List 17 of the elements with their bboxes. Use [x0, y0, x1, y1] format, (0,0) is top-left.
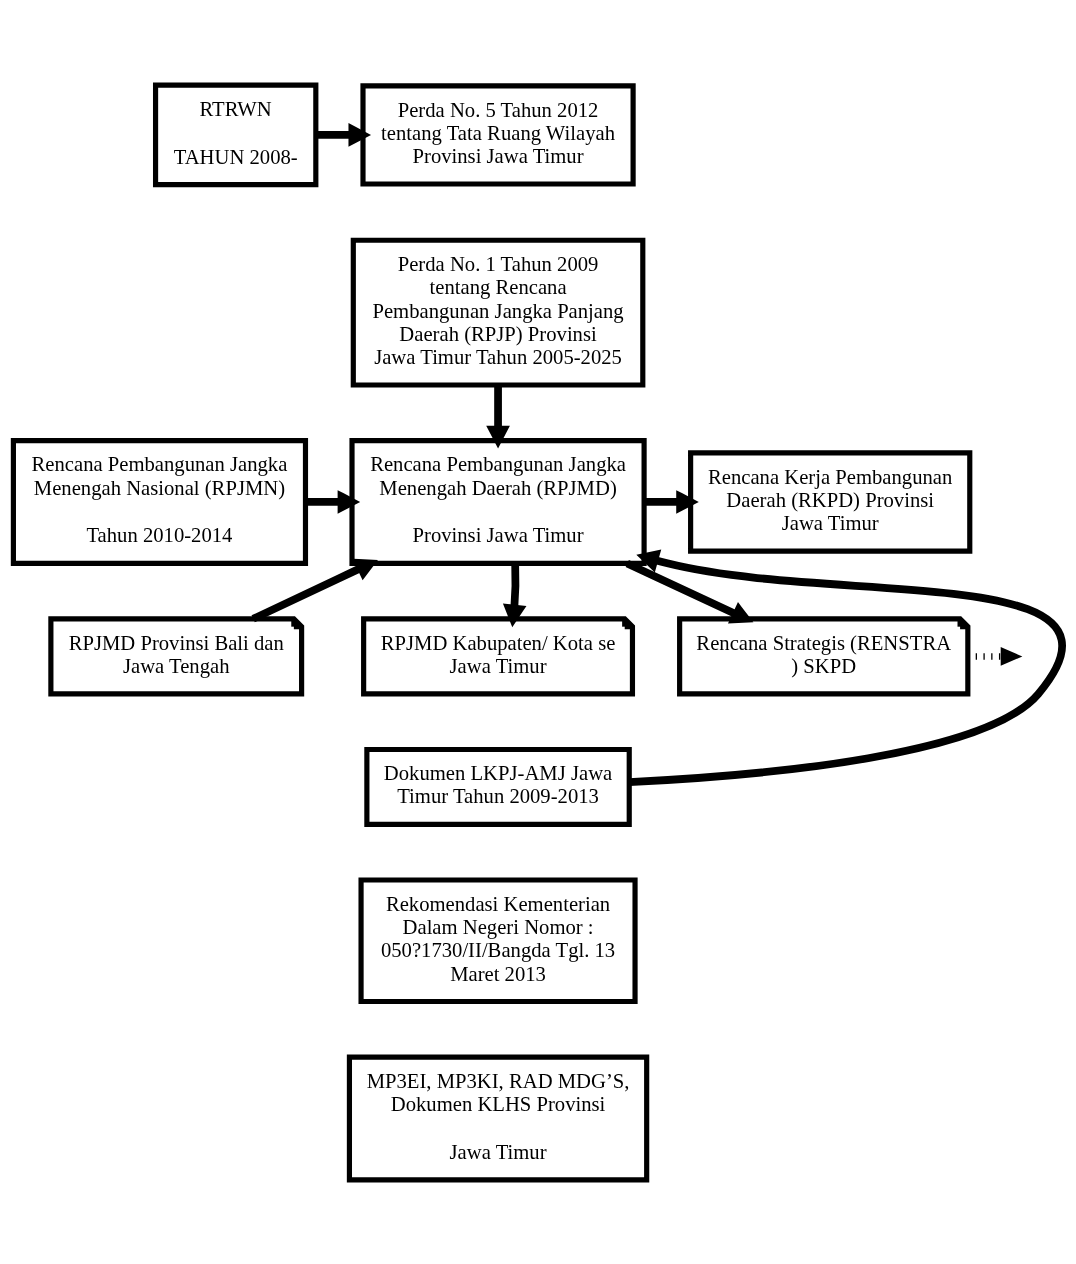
- arrow: [502, 563, 527, 627]
- arrow: [316, 122, 372, 147]
- node-box: Dokumen LKPJ-AMJ Jawa Timur Tahun 2009-2013: [364, 746, 632, 827]
- node-box: MP3EI, MP3KI, RAD MDG’S, Dokumen KLHS Provinsi Jawa Timur: [346, 1053, 650, 1182]
- node-box: RTRWN TAHUN 2008-: [153, 82, 319, 187]
- node-box: Rencana Pembangunan Jangka Menengah Daerah (RPJMD) Provinsi Jawa Timur: [349, 437, 647, 566]
- node-box: Rekomendasi Kementerian Dalam Negeri Nomor : 050?1730/II/Bangda Tgl. 13 Maret 2013: [358, 876, 638, 1004]
- arrow: [644, 489, 699, 514]
- arrow: [251, 558, 378, 622]
- arrow: [486, 384, 510, 448]
- arrow: [625, 559, 754, 624]
- arrow: [305, 489, 361, 514]
- node-box: Perda No. 5 Tahun 2012 tentang Tata Ruang Wilayah Provinsi Jawa Timur: [360, 82, 636, 187]
- node-box: Perda No. 1 Tahun 2009 tentang Rencana Pembangunan Jangka Panjang Daerah (RPJP) Provinsi Jawa Timur Tahun 2005-2025: [350, 237, 646, 388]
- node-box: Rencana Pembangunan Jangka Menengah Nasional (RPJMN) Tahun 2010-2014: [10, 437, 309, 566]
- node-box: Rencana Kerja Pembangunan Daerah (RKPD) Provinsi Jawa Timur: [688, 449, 973, 554]
- arrow: [629, 549, 1065, 786]
